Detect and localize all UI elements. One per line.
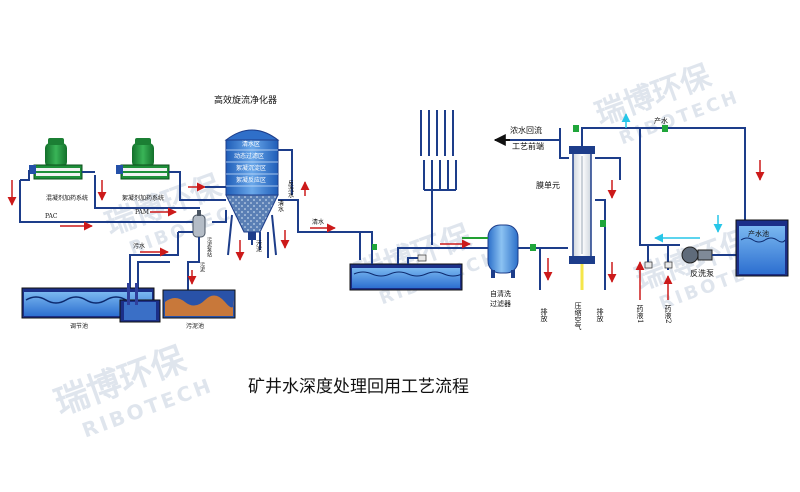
dosing-pipes — [19, 170, 205, 223]
coagulant-dosing-system: 混凝剂加药系统 — [29, 138, 88, 202]
clear-water-label-vertical: 清水 — [277, 199, 284, 212]
zone-sedimentation-label: 絮凝沉淀区 — [236, 164, 266, 172]
clear-water-pool — [349, 263, 463, 291]
zone-reaction-label: 絮凝反应区 — [236, 176, 266, 184]
flocculant-tank-icon — [132, 143, 154, 167]
flocculant-dosing-system: 絮凝剂加药系统 — [116, 138, 170, 202]
backwash-pump-icon — [681, 246, 699, 264]
chemical-2-label: 药液2 — [664, 304, 672, 323]
sludge-pump-station-label: 污泥泵站 — [206, 236, 212, 258]
pac-label: PAC — [45, 213, 58, 220]
valve-icon-3 — [573, 125, 579, 132]
purifier-pipes — [205, 149, 361, 260]
flocculant-system-label: 絮凝剂加药系统 — [122, 194, 164, 202]
valve-icon-2 — [530, 244, 536, 251]
product-water-label: 产水 — [654, 116, 668, 125]
sludge-pump-icon — [192, 214, 206, 238]
dosing-arrows — [7, 180, 206, 231]
valve-icon-4 — [662, 125, 668, 132]
concentrate-return-label: 浓水回流 — [510, 125, 542, 135]
sludge-pool — [162, 289, 236, 319]
sludge-label-2: 污泥 — [199, 261, 205, 273]
self-clean-filter-label-2: 过滤器 — [490, 299, 511, 308]
chemical-1-label: 药液1 — [636, 304, 644, 323]
self-clean-filter — [487, 224, 519, 278]
process-front-label: 工艺前端 — [512, 141, 544, 151]
diagram-title: 矿井水深度处理回用工艺流程 — [248, 377, 469, 397]
discharge-label-2: 排放 — [596, 307, 604, 323]
backwash-label-1: 反洗水 — [287, 179, 294, 198]
discharge-label-1: 排放 — [540, 307, 548, 323]
valve-icon-5 — [600, 220, 606, 227]
sludge-label-1: 污泥 — [255, 239, 262, 253]
sludge-pool-label: 污泥池 — [186, 322, 204, 330]
coagulant-system-label: 混凝剂加药系统 — [46, 194, 88, 202]
backwash-pump-label: 反洗泵 — [690, 268, 714, 278]
regulating-pool-label: 调节池 — [70, 322, 88, 330]
flow-meter-icon-1 — [417, 254, 427, 262]
clear-pool-pipes — [360, 190, 490, 264]
flocculant-pump-icon — [116, 165, 123, 174]
flow-meter-icon-2 — [644, 261, 653, 269]
zone-dynamic-filter-label: 动态过滤区 — [234, 152, 264, 160]
filter-outlet-pipes — [518, 247, 568, 290]
self-clean-filter-label-1: 自清洗 — [490, 289, 511, 298]
flow-meter-icon-3 — [664, 261, 673, 269]
dosing-rack — [420, 110, 457, 191]
sewage-label: 污水 — [133, 242, 145, 250]
coagulant-pump-icon — [29, 165, 36, 174]
membrane-unit-label: 膜单元 — [536, 180, 560, 190]
clear-water-label-horizontal: 清水 — [312, 218, 324, 226]
coagulant-tank-icon — [45, 143, 67, 167]
product-water-pool-label: 产水池 — [748, 229, 769, 238]
membrane-unit — [569, 146, 595, 264]
sewage-pipe — [129, 232, 179, 292]
pam-label: PAM — [135, 209, 149, 216]
purifier-arrows — [235, 181, 336, 261]
valve-icon-1 — [372, 244, 377, 250]
purifier-title: 高效旋流净化器 — [214, 94, 277, 106]
zone-clear-water-label: 清水区 — [242, 140, 260, 148]
product-water-pool — [735, 219, 789, 277]
compressed-air-label: 压缩空气 — [574, 302, 582, 330]
backwash-pump — [681, 246, 740, 264]
regulating-pool — [21, 283, 161, 323]
purifier-tank — [224, 129, 280, 256]
